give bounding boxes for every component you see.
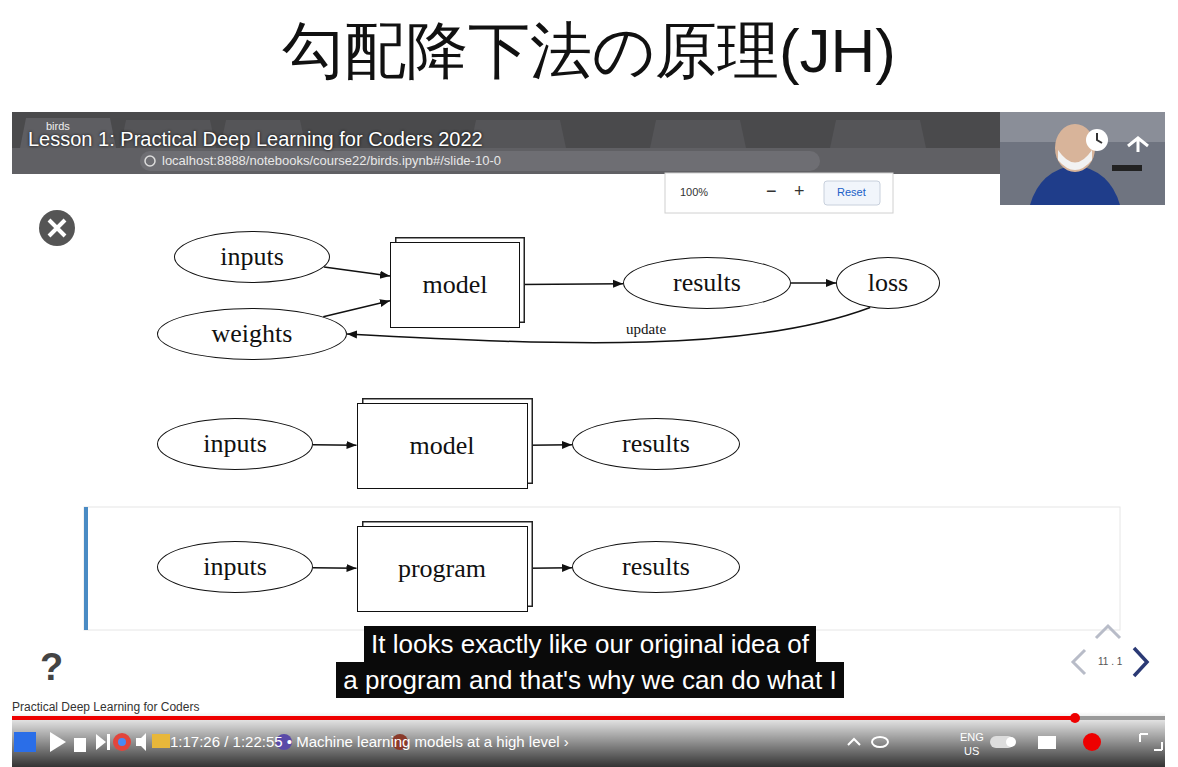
ellipse-node: results [572,541,740,593]
play-icon [50,732,66,752]
subtitle-line: It looks exactly like our original idea … [364,626,816,662]
progress-thumb [1070,713,1080,723]
tab-label: birds [46,120,70,132]
share-icon [1128,138,1148,152]
chrome-center [118,738,126,746]
address-bar [12,148,1165,174]
subtitle-icon [1038,736,1056,749]
page-title: 勾配降下法の原理(JH) [0,12,1178,90]
fullscreen-icon [1140,734,1162,750]
tray-chevron [848,739,860,745]
node-text: loss [868,268,908,298]
toggle-knob [1006,737,1016,747]
ellipse-node: inputs [174,231,330,283]
reset-text: Reset [837,186,866,198]
fragment-highlight [84,507,1120,630]
region-code: US [964,745,979,757]
flow-arrow [520,283,623,285]
settings-icon [1083,733,1101,751]
node-text: weights [212,319,293,349]
person-head [1055,124,1095,172]
zoom-level: 100% [680,186,708,198]
taskbar-icon [74,738,86,752]
node-text: results [622,429,690,459]
node-text: inputs [220,242,284,272]
browser-tab [830,120,926,148]
windows-icon [14,732,36,752]
process-box: program [357,526,528,612]
next-icon [96,734,110,750]
nav-right [1134,648,1147,676]
node-text: results [622,552,690,582]
fragment-bar [84,507,88,630]
chrome-icon [113,733,131,751]
url-text: localhost:8888/notebooks/course22/birds.… [162,153,501,168]
node-text: inputs [203,429,267,459]
nav-left [1073,650,1085,674]
node-text: model [423,270,488,300]
volume-icon [136,733,146,751]
clock-icon [1086,129,1108,151]
subtitle-line: a program and that's why we can do what … [336,662,843,698]
close-cross [49,220,65,236]
ellipse-node: loss [836,257,940,309]
ellipse-node: weights [157,308,347,360]
folder-icon [152,734,170,748]
progress-played [12,716,1075,720]
face-mask [1058,150,1092,170]
footer-text: Practical Deep Learning for Coders [12,700,199,714]
flow-arrow [528,444,573,446]
control-gradient [12,712,1165,767]
ellipse-node: inputs [157,541,313,593]
language-code: ENG [960,731,984,743]
edge-label: update [623,321,669,338]
slide-number: 11 . 1 [1098,656,1122,667]
process-box: model [357,403,528,489]
clock-hands [1097,133,1102,143]
info-icon [145,156,155,166]
browser-tab [650,120,746,148]
node-text: model [410,431,475,461]
node-text: results [673,268,741,298]
flow-arrow [528,567,573,569]
url-field [140,151,820,171]
tray-icon [872,737,888,747]
reset-button [824,181,880,205]
time-chapter: 1:17:26 / 1:22:55 • Machine learning mod… [170,733,569,750]
process-box: model [390,242,520,328]
nav-up [1096,626,1120,638]
flow-arrow [791,282,836,284]
flow-arrow [323,301,390,317]
ellipse-node: inputs [157,418,313,470]
help-mark: ? [40,646,63,689]
flow-arrow [313,444,357,446]
ellipse-node: results [572,418,740,470]
node-text: inputs [203,552,267,582]
browser-tab [470,120,566,148]
flow-arrow [324,267,390,276]
zoom-out: − [766,181,777,202]
video-title: Lesson 1: Practical Deep Learning for Co… [28,128,483,151]
zoom-popup [665,173,893,213]
progress-track [12,716,1165,720]
ellipse-node: results [623,257,791,309]
flow-arrow [313,567,357,569]
close-icon [39,210,75,246]
microphone [1112,165,1142,171]
node-text: program [398,554,486,584]
webcam-frame [1000,112,1165,205]
zoom-in: + [794,181,805,202]
